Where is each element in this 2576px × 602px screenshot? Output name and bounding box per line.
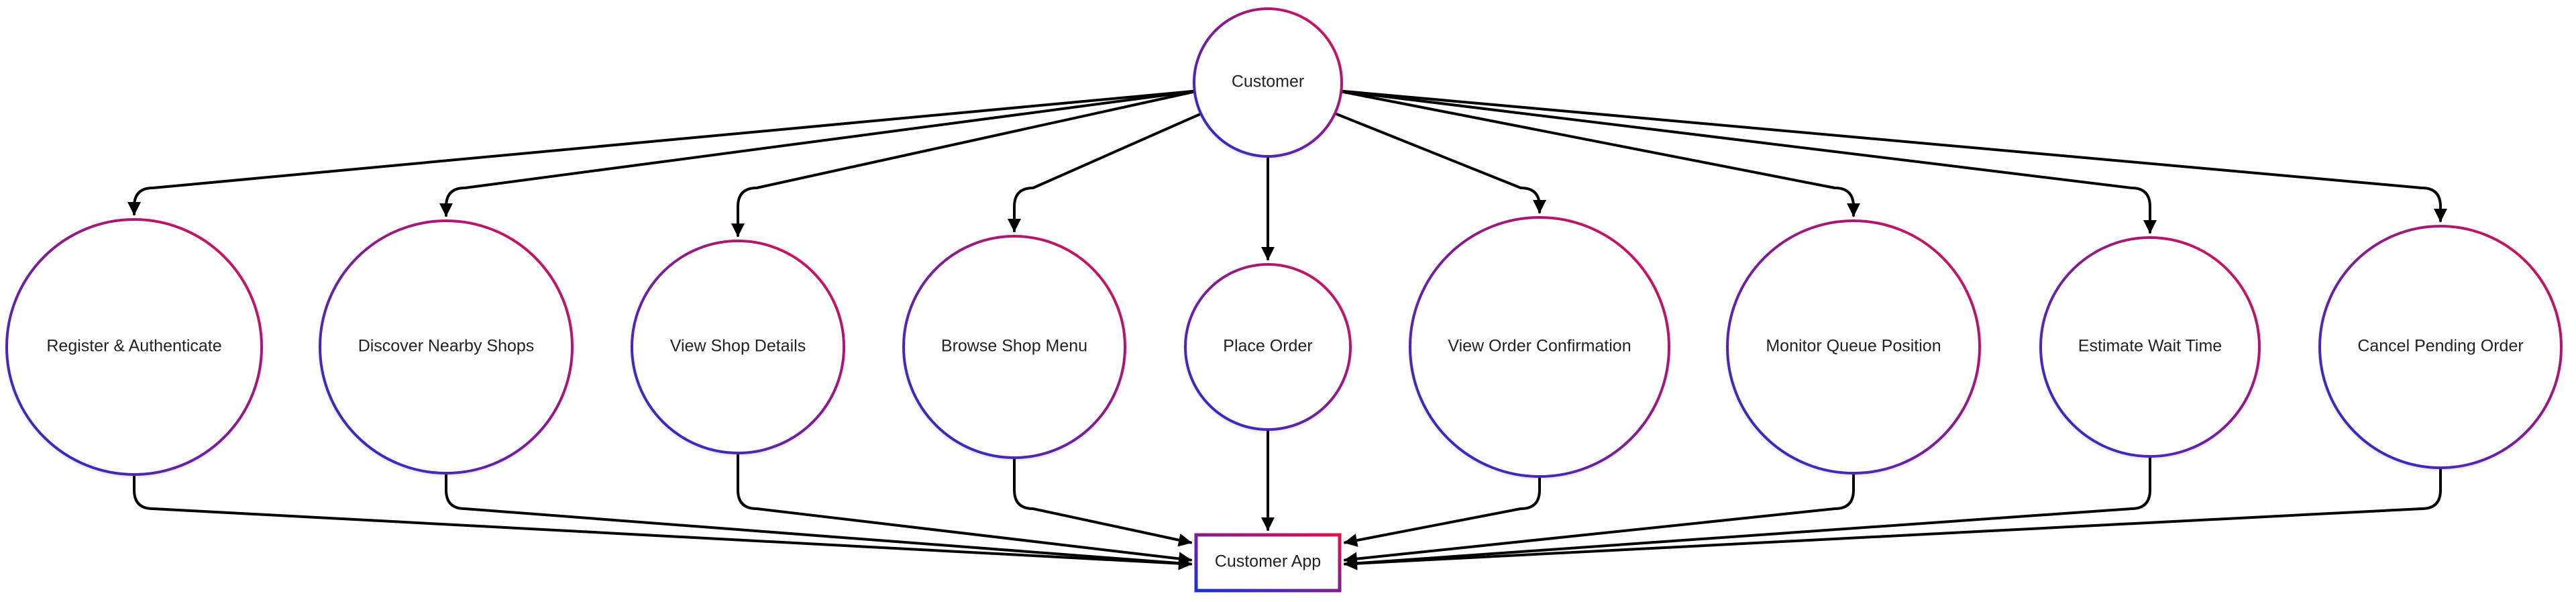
use-case-label: Monitor Queue Position — [1766, 337, 1941, 356]
edge-register-to-app — [133, 473, 1192, 570]
edge-shop-details-to-app — [737, 452, 1192, 566]
edge-browse-menu-to-app — [1013, 456, 1192, 547]
customer-app-node[interactable]: Customer App — [1194, 533, 1342, 593]
edge-cancel-order-to-app — [1344, 466, 2442, 570]
use-case-discover[interactable]: Discover Nearby Shops — [319, 219, 574, 474]
use-case-cancel-order[interactable]: Cancel Pending Order — [2318, 225, 2563, 469]
use-case-order-confirmation[interactable]: View Order Confirmation — [1409, 216, 1670, 478]
use-case-nodes: Register & Authenticate Discover Nearby … — [5, 216, 2563, 478]
edge-customer-to-browse-menu — [1008, 108, 1212, 232]
edge-customer-to-register — [127, 89, 1201, 215]
edge-customer-to-order-confirmation — [1324, 108, 1546, 213]
use-case-shop-details[interactable]: View Shop Details — [631, 240, 845, 454]
use-case-label: View Shop Details — [670, 337, 806, 356]
edge-queue-position-to-app — [1344, 472, 1855, 566]
edge-customer-to-queue-position — [1335, 89, 1860, 217]
edge-discover-to-app — [445, 472, 1192, 570]
use-case-label: Estimate Wait Time — [2078, 337, 2222, 356]
edge-customer-to-discover — [439, 89, 1201, 217]
customer-app-label: Customer App — [1215, 552, 1321, 571]
use-case-label: Place Order — [1223, 337, 1312, 356]
use-case-wait-time[interactable]: Estimate Wait Time — [2039, 236, 2261, 458]
edge-customer-to-cancel-order — [1335, 89, 2447, 222]
edge-customer-to-shop-details — [731, 89, 1201, 237]
edges-layer — [127, 89, 2447, 570]
use-case-place-order[interactable]: Place Order — [1184, 263, 1352, 431]
edge-customer-to-wait-time — [1335, 89, 2157, 234]
use-case-queue-position[interactable]: Monitor Queue Position — [1726, 219, 1981, 474]
use-case-label: Cancel Pending Order — [2357, 337, 2523, 356]
use-case-register[interactable]: Register & Authenticate — [5, 218, 263, 476]
use-case-label: Register & Authenticate — [46, 337, 221, 356]
use-case-label: View Order Confirmation — [1448, 337, 1631, 356]
customer-node[interactable]: Customer — [1193, 7, 1343, 158]
use-case-label: Discover Nearby Shops — [358, 337, 535, 356]
edge-wait-time-to-app — [1344, 455, 2151, 570]
use-case-label: Browse Shop Menu — [941, 337, 1087, 356]
edge-order-confirmation-to-app — [1344, 475, 1541, 547]
customer-node-label: Customer — [1232, 72, 1304, 91]
use-case-browse-menu[interactable]: Browse Shop Menu — [902, 235, 1126, 459]
